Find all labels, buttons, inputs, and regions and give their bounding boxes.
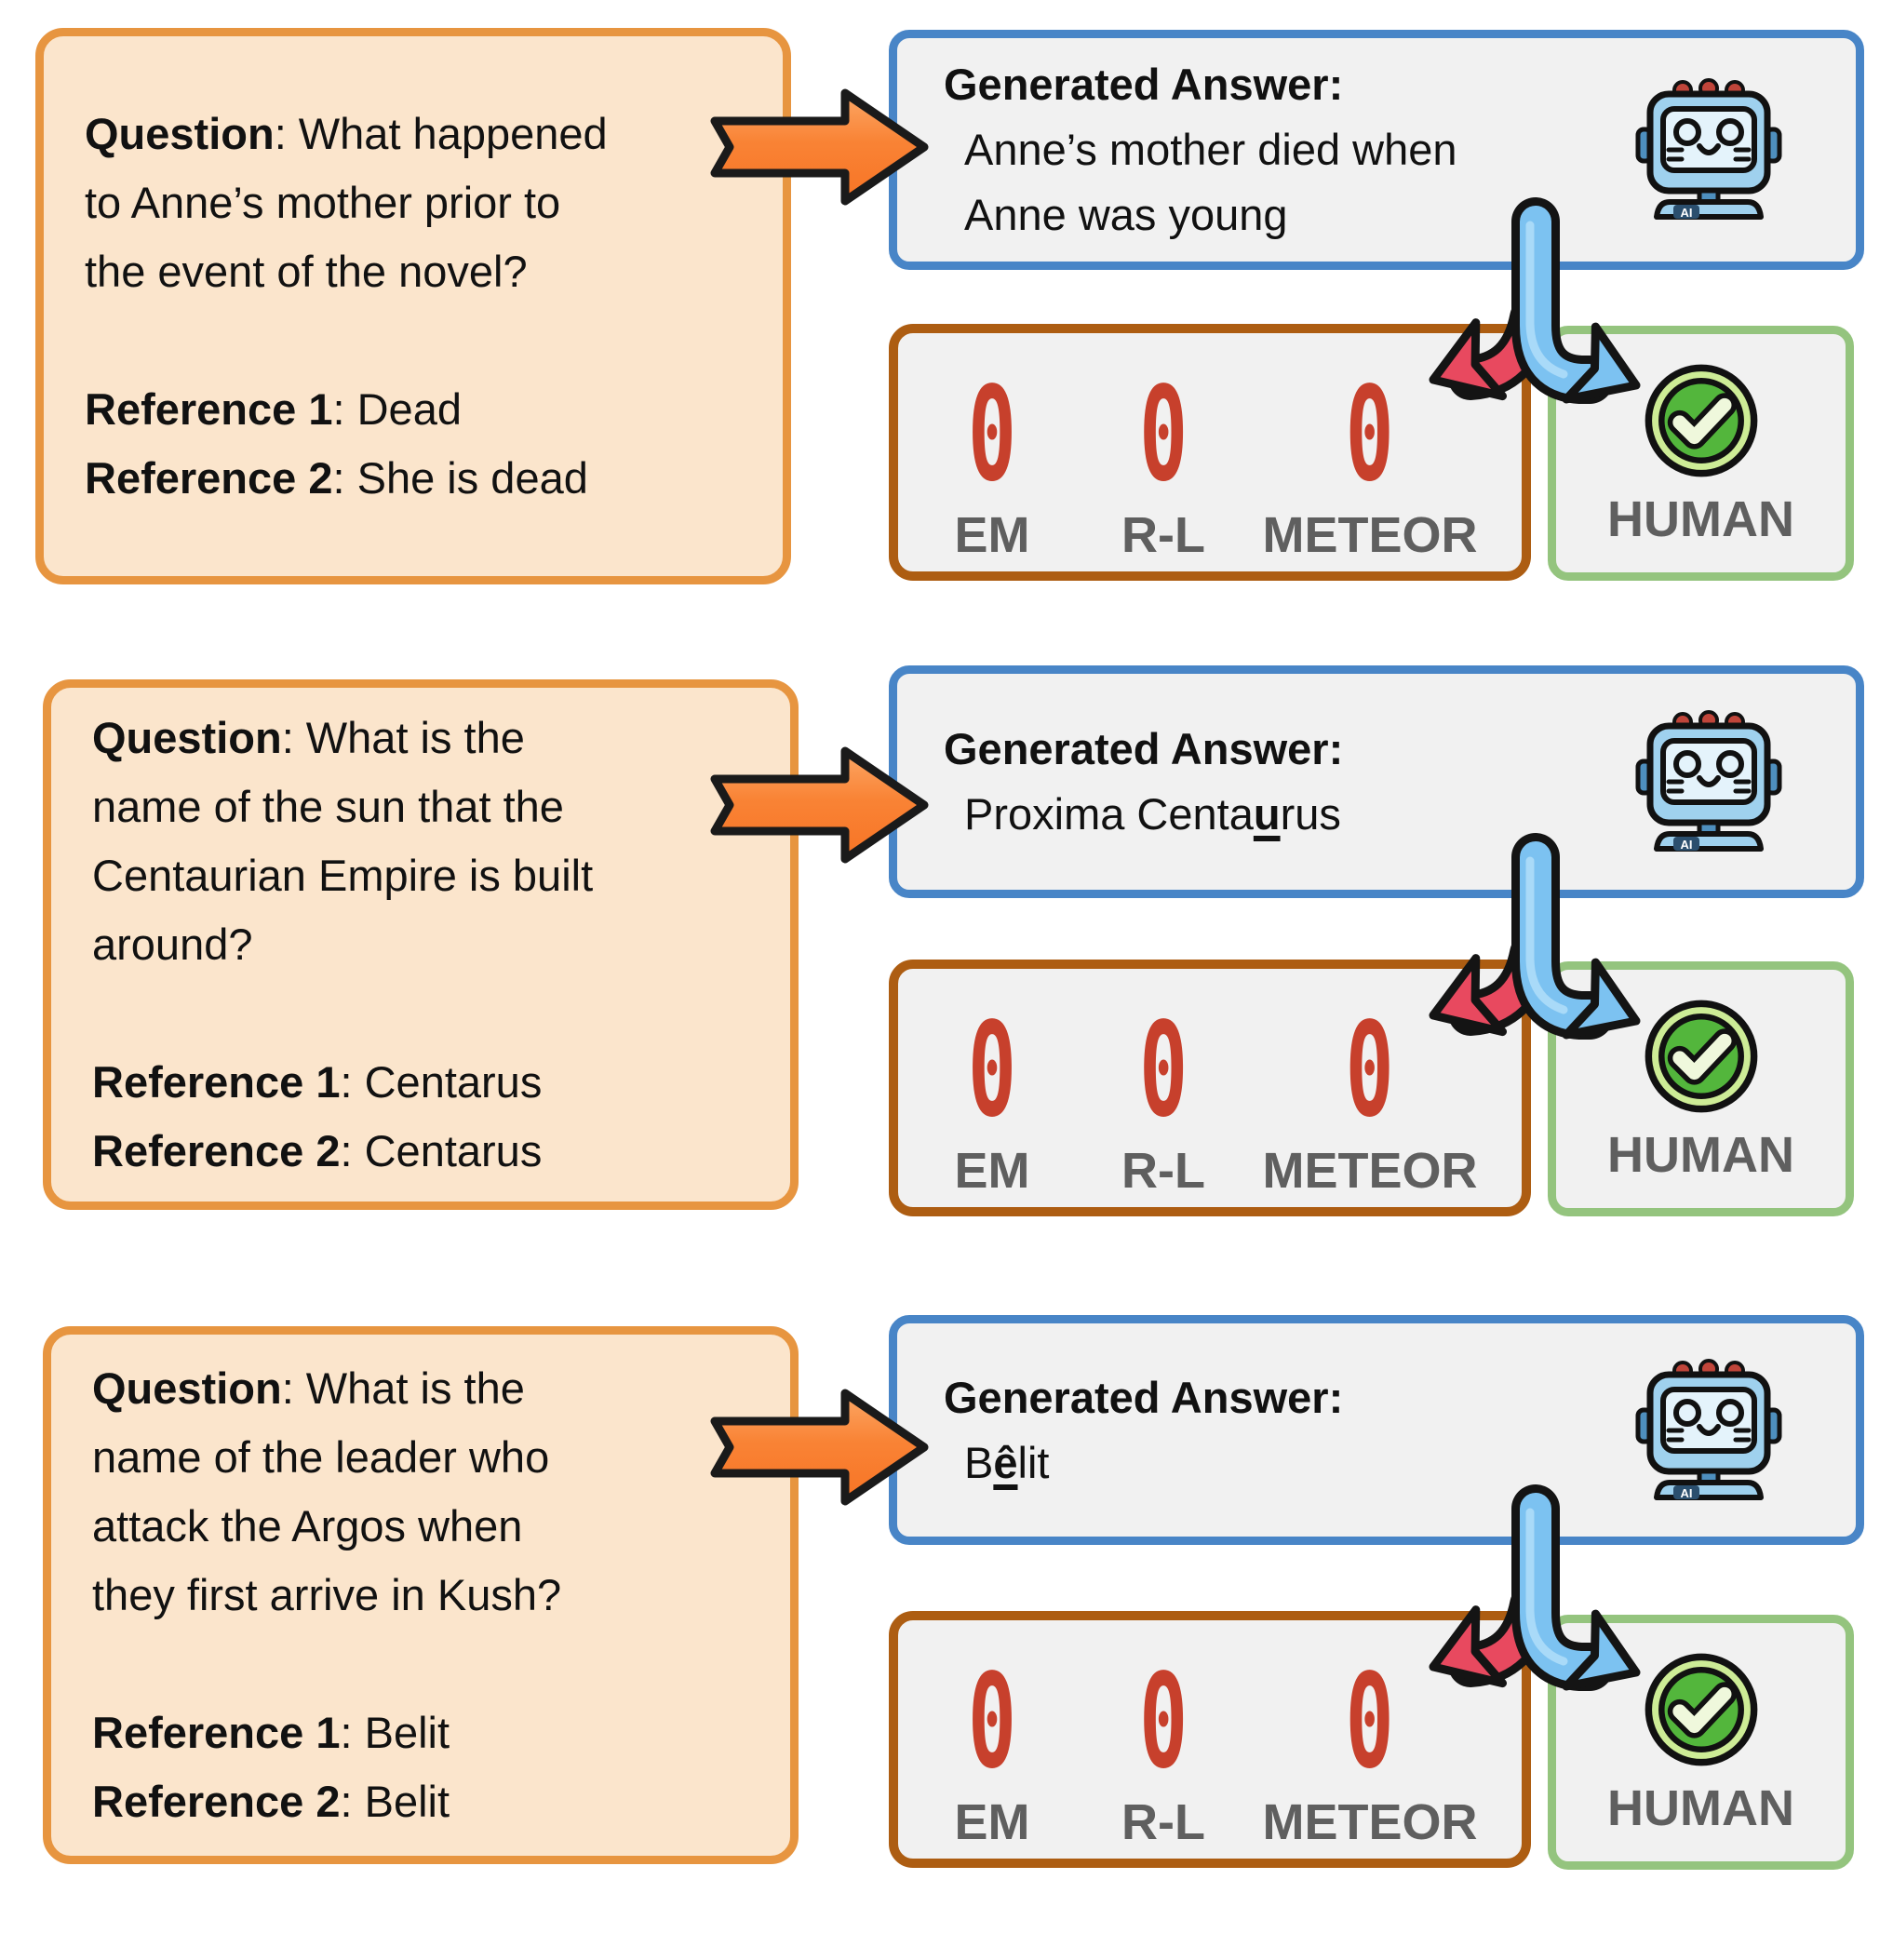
ai-robot-icon: AI	[1634, 1356, 1783, 1505]
question-box-1: Question: What happened to Anne’s mother…	[35, 28, 791, 584]
generated-answer-title: Generated Answer:	[944, 1372, 1344, 1422]
human-box-2: HUMAN	[1548, 961, 1854, 1216]
metric-em-label: EM	[954, 507, 1030, 563]
metric-meteor-value: 0	[1345, 359, 1395, 511]
metric-meteor-label: METEOR	[1262, 1143, 1478, 1199]
reference-1-line: Reference 1: Centarus	[92, 1057, 543, 1107]
metrics-box-3: 0 EM 0 R-L 0 METEOR	[889, 1611, 1531, 1868]
metrics-box-1: 0 EM 0 R-L 0 METEOR	[889, 324, 1531, 581]
metric-meteor: 0 METEOR	[1262, 359, 1478, 563]
green-check-icon	[1641, 360, 1762, 481]
question-line: they first arrive in Kush?	[92, 1570, 562, 1619]
blank-line	[85, 306, 773, 375]
metric-meteor-label: METEOR	[1262, 1794, 1478, 1850]
metric-meteor: 0 METEOR	[1262, 995, 1478, 1199]
metric-rl-label: R-L	[1121, 1143, 1205, 1199]
question-box-2: Question: What is the name of the sun th…	[43, 679, 799, 1210]
metric-meteor-value: 0	[1345, 995, 1395, 1147]
metric-meteor-value: 0	[1345, 1646, 1395, 1798]
generated-answer-text: Proxima Centaurus	[964, 789, 1341, 839]
generated-answer-box-1: Generated Answer: Anne’s mother died whe…	[889, 30, 1864, 270]
metric-rl-value: 0	[1138, 1646, 1188, 1798]
metric-em-label: EM	[954, 1143, 1030, 1199]
reference-2-line: Reference 2: Belit	[92, 1777, 450, 1826]
robot-badge-label: AI	[1681, 206, 1693, 220]
metric-em-value: 0	[967, 359, 1017, 511]
generated-answer-text: Anne was young	[964, 190, 1288, 239]
human-box-3: HUMAN	[1548, 1615, 1854, 1870]
question-line: Question: What is the	[92, 713, 525, 762]
question-line: the event of the novel?	[85, 247, 528, 296]
generated-answer-text: Anne’s mother died when	[964, 125, 1457, 174]
reference-2-line: Reference 2: She is dead	[85, 453, 588, 503]
question-line: to Anne’s mother prior to	[85, 178, 561, 227]
reference-1-line: Reference 1: Belit	[92, 1708, 450, 1757]
generated-answer-title: Generated Answer:	[944, 724, 1344, 773]
metric-meteor: 0 METEOR	[1262, 1646, 1478, 1850]
metric-em-value: 0	[967, 1646, 1017, 1798]
reference-1-line: Reference 1: Dead	[85, 384, 462, 434]
metric-meteor-label: METEOR	[1262, 507, 1478, 563]
generated-answer-box-2: Generated Answer: Proxima Centaurus AI	[889, 665, 1864, 898]
generated-answer-text: Bêlit	[964, 1437, 1050, 1487]
generated-answer-title: Generated Answer:	[944, 60, 1344, 109]
metric-rl: 0 R-L	[1121, 359, 1205, 563]
blank-line	[92, 979, 781, 1048]
question-line: Question: What happened	[85, 109, 608, 158]
question-line: Centaurian Empire is built	[92, 851, 594, 900]
green-check-icon	[1641, 996, 1762, 1117]
green-check-icon	[1641, 1649, 1762, 1770]
human-label: HUMAN	[1607, 491, 1794, 547]
question-line: Question: What is the	[92, 1363, 525, 1413]
metrics-box-2: 0 EM 0 R-L 0 METEOR	[889, 960, 1531, 1216]
question-line: around?	[92, 920, 253, 969]
reference-2-line: Reference 2: Centarus	[92, 1126, 543, 1175]
metric-em: 0 EM	[953, 1646, 1031, 1850]
question-line: name of the leader who	[92, 1432, 550, 1482]
question-box-3: Question: What is the name of the leader…	[43, 1326, 799, 1864]
blank-line	[92, 1630, 781, 1698]
robot-badge-label: AI	[1681, 838, 1693, 852]
metric-em-label: EM	[954, 1794, 1030, 1850]
generated-answer-box-3: Generated Answer: Bêlit AI	[889, 1315, 1864, 1545]
metric-em: 0 EM	[953, 359, 1031, 563]
metric-em-value: 0	[967, 995, 1017, 1147]
robot-badge-label: AI	[1681, 1486, 1693, 1500]
metric-rl-value: 0	[1138, 359, 1188, 511]
human-box-1: HUMAN	[1548, 326, 1854, 581]
metric-rl-label: R-L	[1121, 1794, 1205, 1850]
metric-rl-value: 0	[1138, 995, 1188, 1147]
human-label: HUMAN	[1607, 1780, 1794, 1836]
metric-em: 0 EM	[953, 995, 1031, 1199]
question-line: name of the sun that the	[92, 782, 564, 831]
metric-rl: 0 R-L	[1121, 995, 1205, 1199]
ai-robot-icon: AI	[1634, 75, 1783, 224]
question-line: attack the Argos when	[92, 1501, 523, 1551]
metric-rl: 0 R-L	[1121, 1646, 1205, 1850]
ai-robot-icon: AI	[1634, 707, 1783, 856]
metric-rl-label: R-L	[1121, 507, 1205, 563]
human-label: HUMAN	[1607, 1127, 1794, 1183]
